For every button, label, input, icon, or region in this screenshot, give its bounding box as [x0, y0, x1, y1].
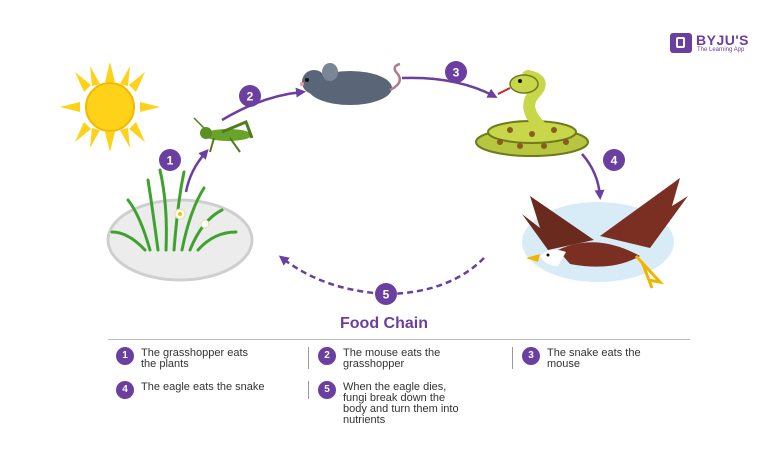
divider [512, 347, 513, 369]
step-badge-label: 4 [611, 154, 618, 168]
arrow-3 [401, 76, 498, 98]
divider [308, 347, 309, 369]
snake-icon [475, 70, 589, 157]
legend-badge: 2 [318, 347, 336, 365]
legend-badge: 5 [318, 381, 336, 399]
step-badge-1: 1 [159, 149, 181, 171]
arrow-1 [184, 149, 209, 193]
arrow-2 [221, 87, 306, 122]
brand-logo: BYJU'S The Learning App [670, 32, 760, 54]
step-badge-label: 3 [453, 66, 460, 80]
legend-badge: 4 [116, 381, 134, 399]
grasshopper-icon [193, 117, 254, 153]
arrow-4 [581, 153, 605, 200]
step-badge-label: 2 [247, 90, 254, 104]
step-badge-label: 1 [167, 154, 174, 168]
step-badge-5: 5 [375, 283, 397, 305]
legend-text: The eagle eats the snake [141, 381, 265, 393]
step-badge-label: 5 [383, 288, 390, 302]
legend-text: The grasshopper eats the plants [141, 347, 249, 370]
grass-plant-icon [106, 168, 254, 282]
legend-text: The mouse eats the grasshopper [343, 347, 441, 370]
legend-badge: 3 [522, 347, 540, 365]
brand-name: BYJU'S [696, 32, 750, 48]
brand-tagline: The Learning App [697, 47, 745, 53]
eagle-icon [522, 178, 688, 289]
step-badge-2: 2 [239, 85, 261, 107]
mouse-icon [300, 62, 402, 105]
book-icon [670, 33, 692, 53]
step-badge-4: 4 [603, 149, 625, 171]
legend-text: The snake eats the mouse [547, 347, 641, 370]
divider [308, 381, 309, 399]
step-badge-3: 3 [445, 61, 467, 83]
sun-icon [60, 62, 160, 152]
diagram-title: Food Chain [340, 315, 428, 332]
legend-badge: 1 [116, 347, 134, 365]
legend-text: When the eagle dies, fungi break down th… [343, 381, 459, 426]
divider [108, 339, 690, 340]
